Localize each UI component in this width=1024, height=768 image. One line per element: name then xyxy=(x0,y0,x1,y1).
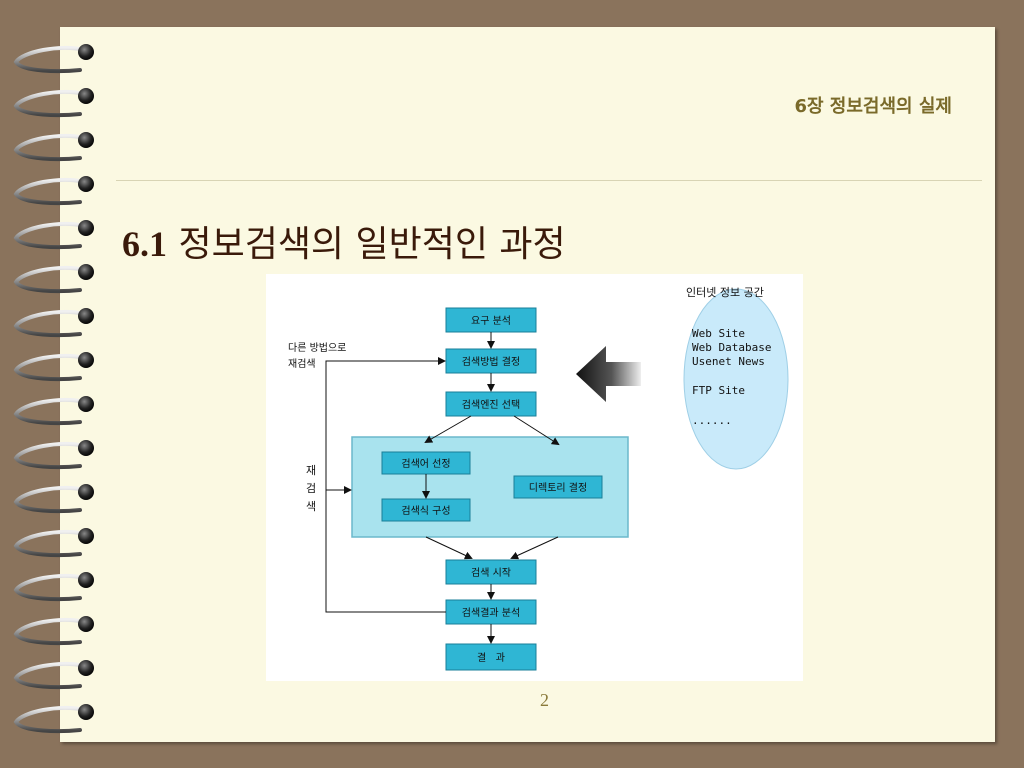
step-result: 결 과 xyxy=(445,643,537,671)
flow-arrows xyxy=(325,332,560,644)
internet-item: Web Database xyxy=(692,341,771,354)
title-text: 정보검색의 일반적인 과정 xyxy=(178,224,566,265)
binding-ring xyxy=(13,308,94,338)
flowchart-figure: 인터넷 정보 공간 Web Site Web Database Usenet N… xyxy=(266,274,803,681)
header-divider xyxy=(116,180,982,181)
internet-space-ellipse xyxy=(683,288,789,470)
step-analyze: 검색결과 분석 xyxy=(445,599,537,625)
binding-ring xyxy=(13,44,94,74)
step-label: 디렉토리 결정 xyxy=(529,482,587,494)
label-research: 재검색 xyxy=(288,358,316,370)
internet-space-title: 인터넷 정보 공간 xyxy=(686,286,764,299)
step-engine: 검색엔진 선택 xyxy=(445,391,537,417)
binding-ring xyxy=(13,528,94,558)
binding-ring xyxy=(13,704,94,734)
step-term: 검색어 선정 xyxy=(381,451,471,475)
step-directory: 디렉토리 결정 xyxy=(513,475,603,499)
internet-item: FTP Site xyxy=(692,384,745,397)
chapter-heading: 6장 정보검색의 실제 xyxy=(794,96,952,117)
step-method: 검색방법 결정 xyxy=(445,348,537,374)
binding-ring xyxy=(13,220,94,250)
flowchart-svg: 인터넷 정보 공간 Web Site Web Database Usenet N… xyxy=(288,286,789,671)
step-label: 결 과 xyxy=(477,652,505,664)
label-geom: 검 xyxy=(306,482,316,495)
internet-item: Usenet News xyxy=(692,355,765,368)
binding-ring xyxy=(13,396,94,426)
binding-ring xyxy=(13,572,94,602)
binding-ring xyxy=(13,176,94,206)
step-start: 검색 시작 xyxy=(445,559,537,585)
step-label: 검색 시작 xyxy=(471,567,511,579)
label-re: 재 xyxy=(306,464,316,477)
step-request: 요구 분석 xyxy=(445,307,537,333)
step-label: 검색어 선정 xyxy=(401,458,450,470)
binding-ring xyxy=(13,352,94,382)
binding-ring xyxy=(13,484,94,514)
page-title: 6.1 정보검색의 일반적인 과정 xyxy=(122,215,566,267)
label-saek: 색 xyxy=(306,500,316,513)
step-label: 검색방법 결정 xyxy=(462,356,520,368)
internet-item: ...... xyxy=(692,414,732,427)
label-other-method: 다른 방법으로 xyxy=(288,342,346,354)
binding-ring xyxy=(13,616,94,646)
step-label: 요구 분석 xyxy=(471,315,511,327)
big-left-arrow xyxy=(576,346,641,402)
page-number: 2 xyxy=(540,690,549,710)
step-label: 검색식 구성 xyxy=(401,505,450,517)
binding-ring xyxy=(13,264,94,294)
binding-ring xyxy=(13,440,94,470)
binding-ring xyxy=(13,132,94,162)
internet-item: Web Site xyxy=(692,327,745,340)
spiral-binding xyxy=(13,44,94,734)
title-number: 6.1 xyxy=(122,224,167,264)
step-label: 검색결과 분석 xyxy=(462,607,520,619)
step-label: 검색엔진 선택 xyxy=(462,399,520,411)
step-formula: 검색식 구성 xyxy=(381,498,471,522)
binding-ring xyxy=(13,660,94,690)
binding-ring xyxy=(13,88,94,118)
